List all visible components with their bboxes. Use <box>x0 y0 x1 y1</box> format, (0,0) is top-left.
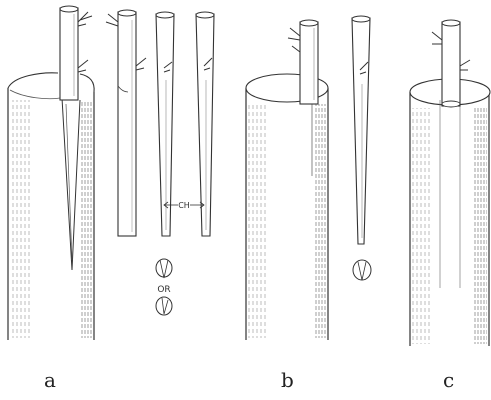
panel-b <box>246 20 328 340</box>
scion-piece-b <box>352 16 370 244</box>
stock-trunk-c <box>410 79 490 346</box>
scion-piece-wedge-2 <box>196 12 214 236</box>
panel-c <box>410 20 490 346</box>
stock-trunk-a <box>8 73 94 340</box>
cross-section-1 <box>156 259 172 278</box>
panel-label-b: b <box>281 368 294 392</box>
cut-mark-text: CH <box>178 201 190 210</box>
cross-section-b <box>353 260 371 280</box>
panel-a <box>8 6 94 340</box>
or-text: OR <box>157 285 170 295</box>
scion-inserted-a <box>60 6 92 100</box>
scion-piece-wedge-1 <box>156 12 174 236</box>
cross-section-2 <box>156 297 172 315</box>
scion-piece-1 <box>106 10 146 236</box>
panel-label-a: a <box>44 368 56 392</box>
panel-label-c: c <box>443 368 454 392</box>
stock-trunk-b <box>246 74 328 340</box>
